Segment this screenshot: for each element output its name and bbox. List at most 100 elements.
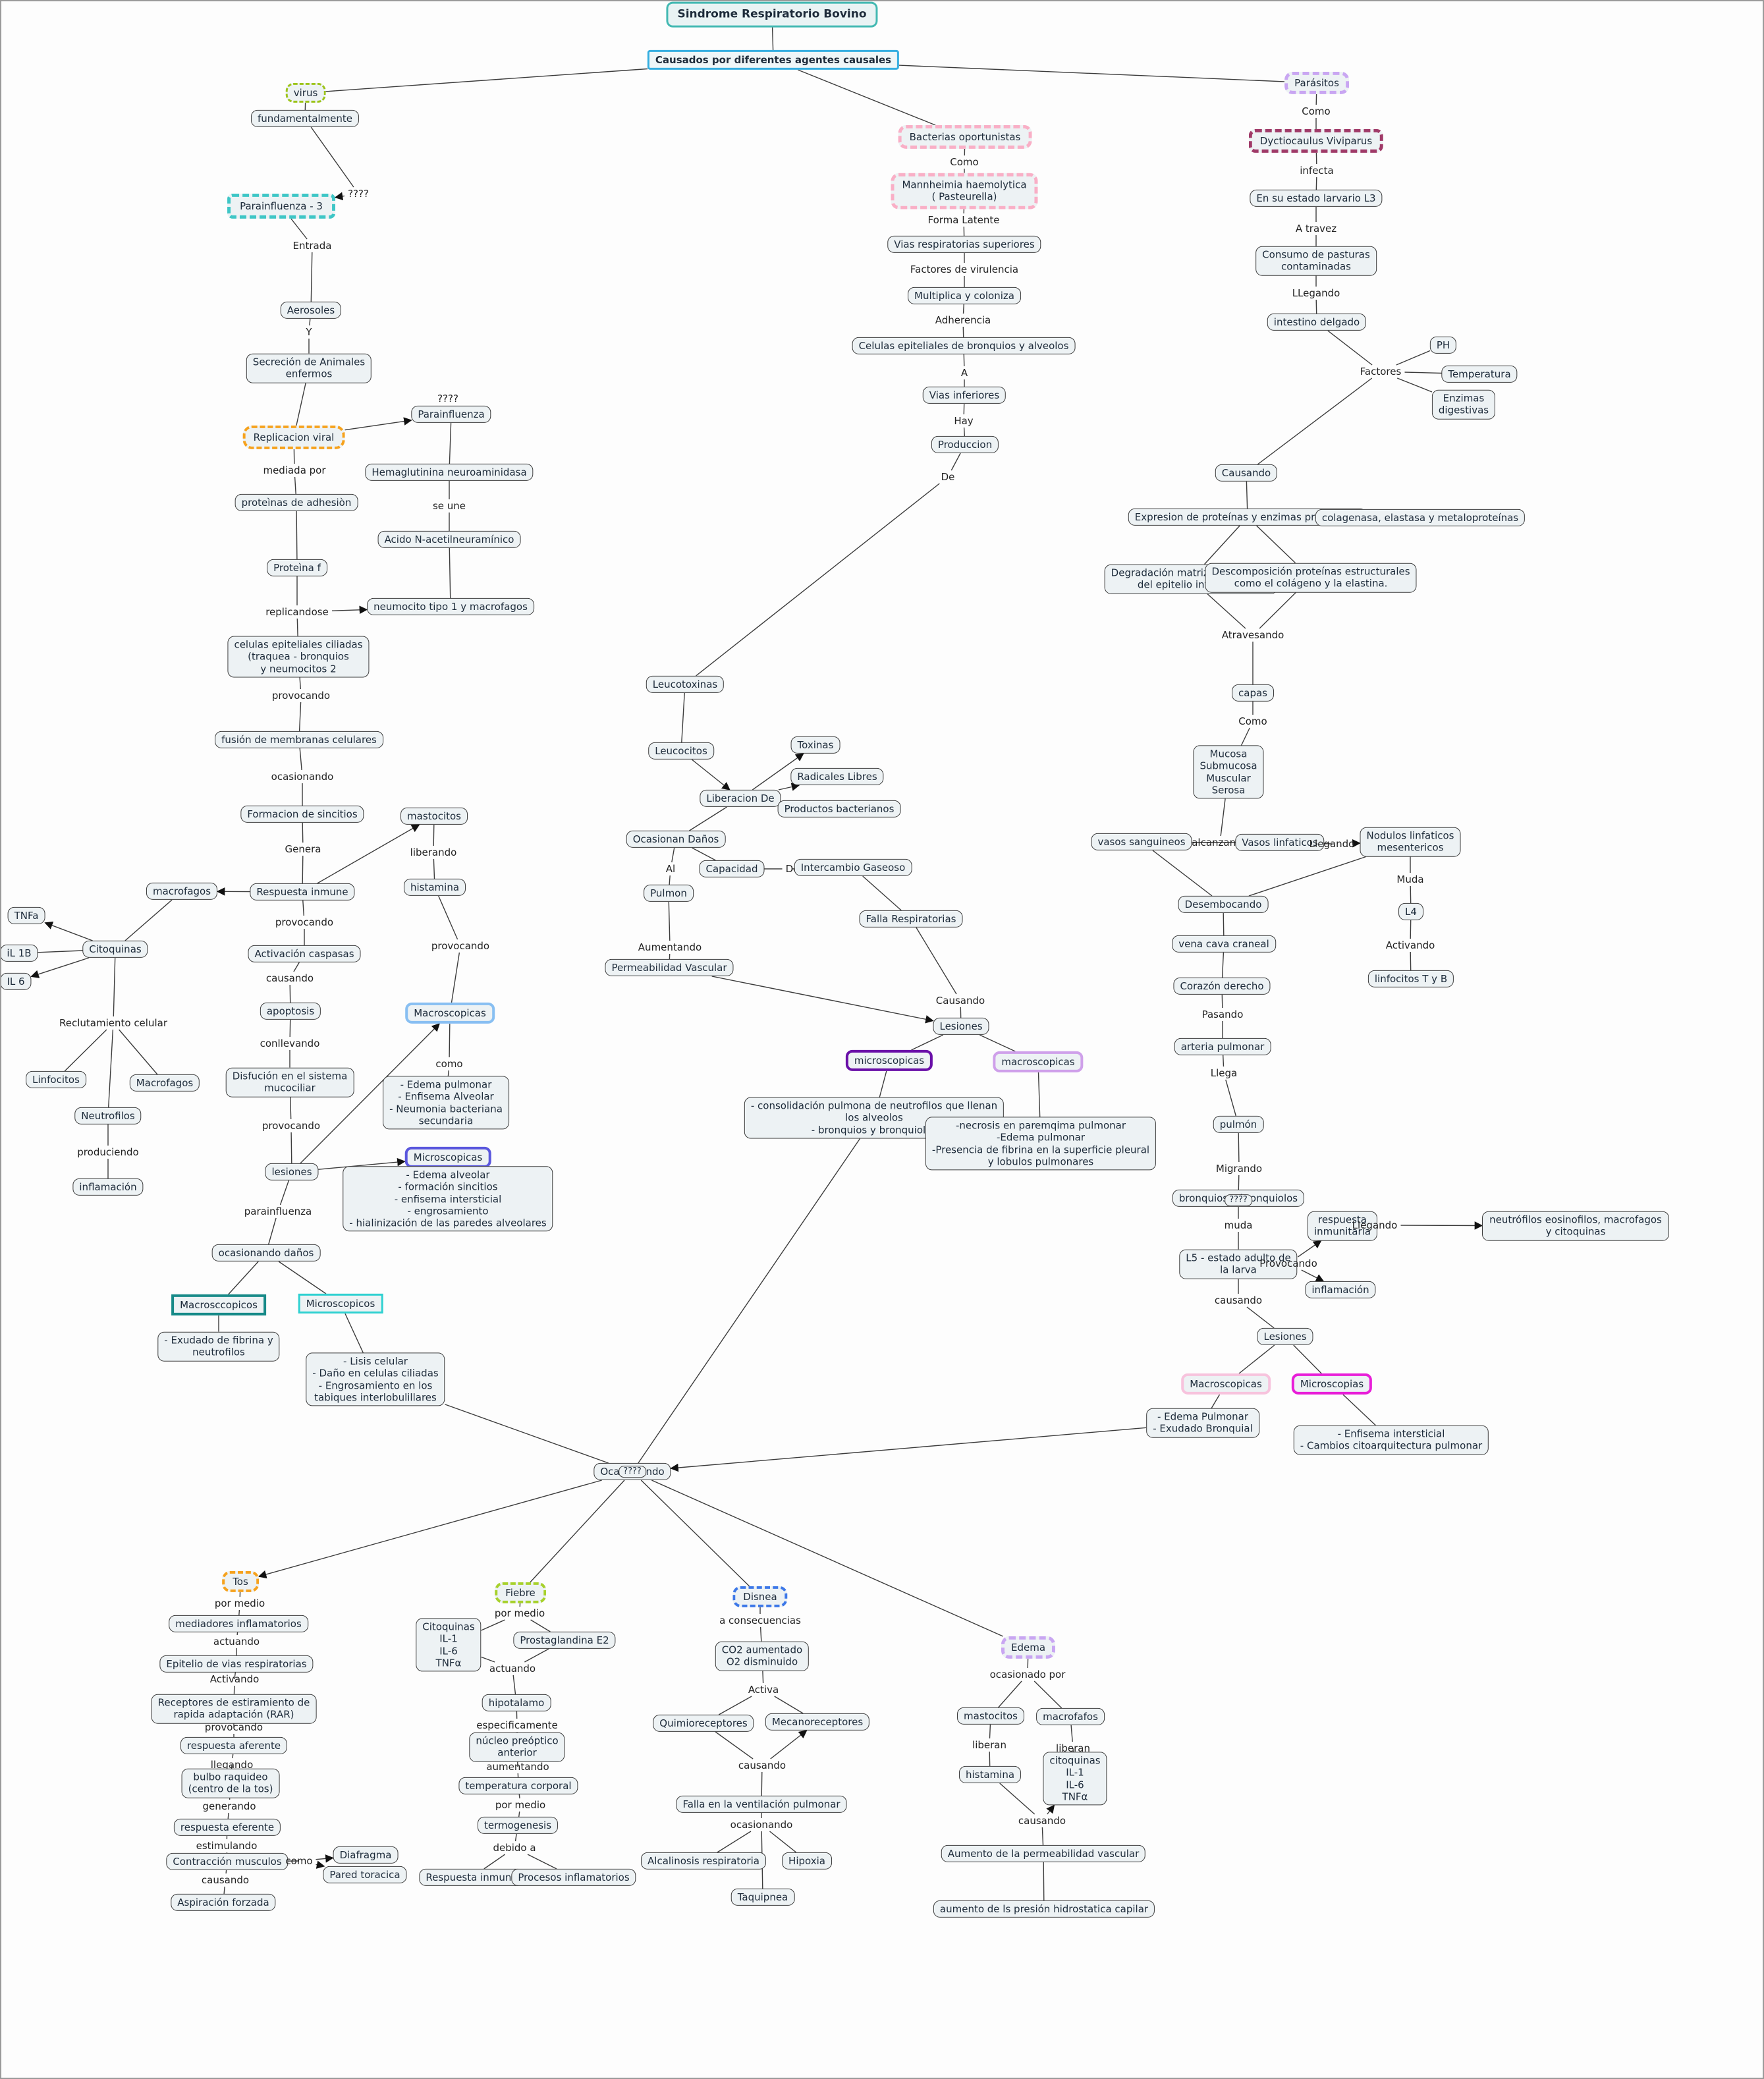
- macro-list-v-node[interactable]: - Edema pulmonar - Enfisema Alveolar - N…: [383, 1076, 509, 1130]
- parasitos-node[interactable]: Parásitos: [1284, 71, 1349, 95]
- provocando-4-label[interactable]: provocando: [262, 1119, 321, 1132]
- de-1-label[interactable]: De: [941, 470, 955, 483]
- atravesando-label[interactable]: Atravesando: [1221, 628, 1284, 641]
- a-consecuencias-label[interactable]: a consecuencias: [719, 1614, 801, 1626]
- inflamacion-2-node[interactable]: inflamación: [1305, 1281, 1376, 1299]
- activando-2-label[interactable]: Activando: [209, 1673, 260, 1685]
- por-medio-2-label[interactable]: por medio: [494, 1607, 545, 1619]
- il-6-node[interactable]: IL 6: [1, 972, 32, 991]
- debido-a-label[interactable]: debido a: [493, 1841, 536, 1854]
- provocando-3-label[interactable]: provocando: [275, 916, 334, 928]
- macroscopicas-p-node[interactable]: Macroscopicas: [1181, 1373, 1271, 1395]
- como-3-label[interactable]: Como: [1302, 105, 1331, 117]
- parainfluenza-3-node[interactable]: Parainfluenza - 3: [227, 193, 335, 219]
- leucocitos-node[interactable]: Leucocitos: [648, 742, 714, 760]
- respuesta-inmune-node[interactable]: Respuesta inmune: [250, 883, 355, 901]
- llegando-4-label[interactable]: llegando: [210, 1758, 254, 1771]
- leucotoxinas-node[interactable]: Leucotoxinas: [646, 675, 725, 694]
- mecanoreceptores-node[interactable]: Mecanoreceptores: [765, 1713, 870, 1731]
- aspiracion-node[interactable]: Aspiración forzada: [171, 1893, 276, 1912]
- temperatura-node[interactable]: Temperatura: [1441, 365, 1518, 383]
- intercambio-node[interactable]: Intercambio Gaseoso: [794, 858, 912, 877]
- actuando-1-label[interactable]: actuando: [213, 1635, 260, 1648]
- como-1-label[interactable]: como: [435, 1057, 463, 1070]
- como-6-label[interactable]: como: [285, 1854, 313, 1867]
- muda-1-label[interactable]: Muda: [1396, 873, 1424, 885]
- citoquinas-1-node[interactable]: Citoquinas: [82, 940, 148, 958]
- neutrofilos-eos-node[interactable]: neutrófilos eosinofilos, macrofagos y ci…: [1482, 1211, 1669, 1241]
- disfucion-node[interactable]: Disfución en el sistema mucociliar: [225, 1067, 354, 1097]
- muda-2-label[interactable]: muda: [1224, 1219, 1253, 1231]
- q-bronquios-node[interactable]: ????: [1225, 1194, 1252, 1206]
- vias-inferiores-node[interactable]: Vias inferiores: [922, 386, 1006, 404]
- desembocando-node[interactable]: Desembocando: [1178, 895, 1269, 914]
- mastocitos-1-node[interactable]: mastocitos: [400, 807, 468, 825]
- estimulando-label[interactable]: estimulando: [196, 1839, 258, 1852]
- citoquinas-2-node[interactable]: Citoquinas IL-1 IL-6 TNFα: [416, 1618, 482, 1672]
- actuando-2-label[interactable]: actuando: [489, 1662, 536, 1675]
- hemaglutinina-node[interactable]: Hemaglutinina neuroaminidasa: [365, 463, 534, 482]
- liberan-1-label[interactable]: liberan: [972, 1738, 1006, 1751]
- aerosoles-node[interactable]: Aerosoles: [280, 301, 342, 319]
- mastocitos-2-node[interactable]: mastocitos: [957, 1707, 1024, 1725]
- alcalinosis-node[interactable]: Alcalinosis respiratoria: [641, 1852, 766, 1870]
- prostaglandina-node[interactable]: Prostaglandina E2: [513, 1631, 616, 1649]
- procesos-inflamatorios-node[interactable]: Procesos inflamatorios: [511, 1868, 636, 1887]
- vena-cava-node[interactable]: vena cava craneal: [1172, 935, 1276, 953]
- secrecion-node[interactable]: Secreción de Animales enfermos: [246, 353, 372, 383]
- infecta-label[interactable]: infecta: [1300, 164, 1334, 177]
- lesiones-1-node[interactable]: lesiones: [265, 1163, 319, 1181]
- respuesta-eferente-node[interactable]: respuesta eferente: [173, 1818, 281, 1837]
- linfocitos-1-node[interactable]: Linfocitos: [26, 1070, 86, 1089]
- macroscopicas-v-node[interactable]: Macroscopicas: [405, 1002, 495, 1024]
- reclutamiento-label[interactable]: Reclutamiento celular: [59, 1016, 167, 1029]
- edema-node[interactable]: Edema: [1001, 1636, 1056, 1659]
- microscopicas-v-node[interactable]: Microscopicas: [404, 1146, 491, 1169]
- por-medio-1-label[interactable]: por medio: [214, 1597, 265, 1609]
- vias-superiores-node[interactable]: Vias respiratorias superiores: [887, 235, 1041, 254]
- fiebre-node[interactable]: Fiebre: [495, 1582, 546, 1604]
- parainfluenza-node[interactable]: Parainfluenza: [411, 405, 491, 424]
- ph-node[interactable]: PH: [1429, 336, 1457, 354]
- provocando-5-label[interactable]: Provocando: [1259, 1257, 1317, 1269]
- respuesta-aferente-node[interactable]: respuesta aferente: [180, 1736, 288, 1755]
- microscopias-p-node[interactable]: Microscopias: [1291, 1373, 1373, 1395]
- causando-7-label[interactable]: causando: [1018, 1814, 1066, 1827]
- taquipnea-node[interactable]: Taquipnea: [730, 1888, 795, 1906]
- multiplica-node[interactable]: Multiplica y coloniza: [908, 287, 1021, 305]
- arteria-node[interactable]: arteria pulmonar: [1174, 1038, 1271, 1056]
- hipoxia-node[interactable]: Hipoxia: [782, 1852, 832, 1870]
- llegando-2-label[interactable]: Llegando: [1309, 837, 1355, 850]
- macrofagos-1-node[interactable]: macrofagos: [146, 882, 218, 901]
- virus-node[interactable]: virus: [285, 82, 326, 103]
- corazon-node[interactable]: Corazón derecho: [1173, 977, 1271, 995]
- apoptosis-node[interactable]: apoptosis: [260, 1002, 321, 1020]
- inflamacion-1-node[interactable]: inflamación: [72, 1178, 144, 1196]
- causando-6-label[interactable]: causando: [738, 1759, 786, 1771]
- pasando-label[interactable]: Pasando: [1201, 1008, 1244, 1020]
- liberando-label[interactable]: liberando: [410, 846, 457, 858]
- proteina-f-node[interactable]: Proteìna f: [267, 559, 327, 577]
- pared-toracica-node[interactable]: Pared toracica: [323, 1866, 407, 1884]
- llegando-1-label[interactable]: LLegando: [1292, 287, 1340, 299]
- ocasionando-danos-node[interactable]: ocasionando daños: [211, 1244, 321, 1262]
- neutrofilos-1-node[interactable]: Neutrofilos: [74, 1107, 142, 1125]
- a-lbl-label[interactable]: A: [960, 366, 968, 379]
- capacidad-node[interactable]: Capacidad: [699, 860, 765, 878]
- descomposicion-node[interactable]: Descomposición proteínas estructurales c…: [1205, 563, 1417, 593]
- necrosis-box-node[interactable]: -necrosis en paremqima pulmonar -Edema p…: [925, 1117, 1157, 1171]
- acido-node[interactable]: Acido N-acetilneuramínico: [377, 530, 521, 549]
- celulas-epiteliales-node[interactable]: Celulas epiteliales de bronquios y alveo…: [852, 337, 1076, 355]
- macrofagos-2-node[interactable]: Macrofagos: [129, 1074, 200, 1092]
- diafragma-node[interactable]: Diafragma: [333, 1846, 399, 1864]
- neumocito-node[interactable]: neumocito tipo 1 y macrofagos: [367, 597, 534, 616]
- conllevando-label[interactable]: conllevando: [260, 1037, 320, 1049]
- parainfluenza-lbl-label[interactable]: parainfluenza: [244, 1205, 312, 1217]
- ocasionado-por-label[interactable]: ocasionado por: [989, 1668, 1066, 1680]
- provocando-1-label[interactable]: provocando: [271, 689, 331, 702]
- microscopicas-b-node[interactable]: microscopicas: [845, 1049, 933, 1072]
- como-5-label[interactable]: Como: [1238, 715, 1267, 727]
- ocasionando-2-label[interactable]: ocasionando: [730, 1818, 793, 1831]
- forma-latente-label[interactable]: Forma Latente: [927, 213, 1000, 226]
- factores-virulencia-label[interactable]: Factores de virulencia: [910, 263, 1019, 275]
